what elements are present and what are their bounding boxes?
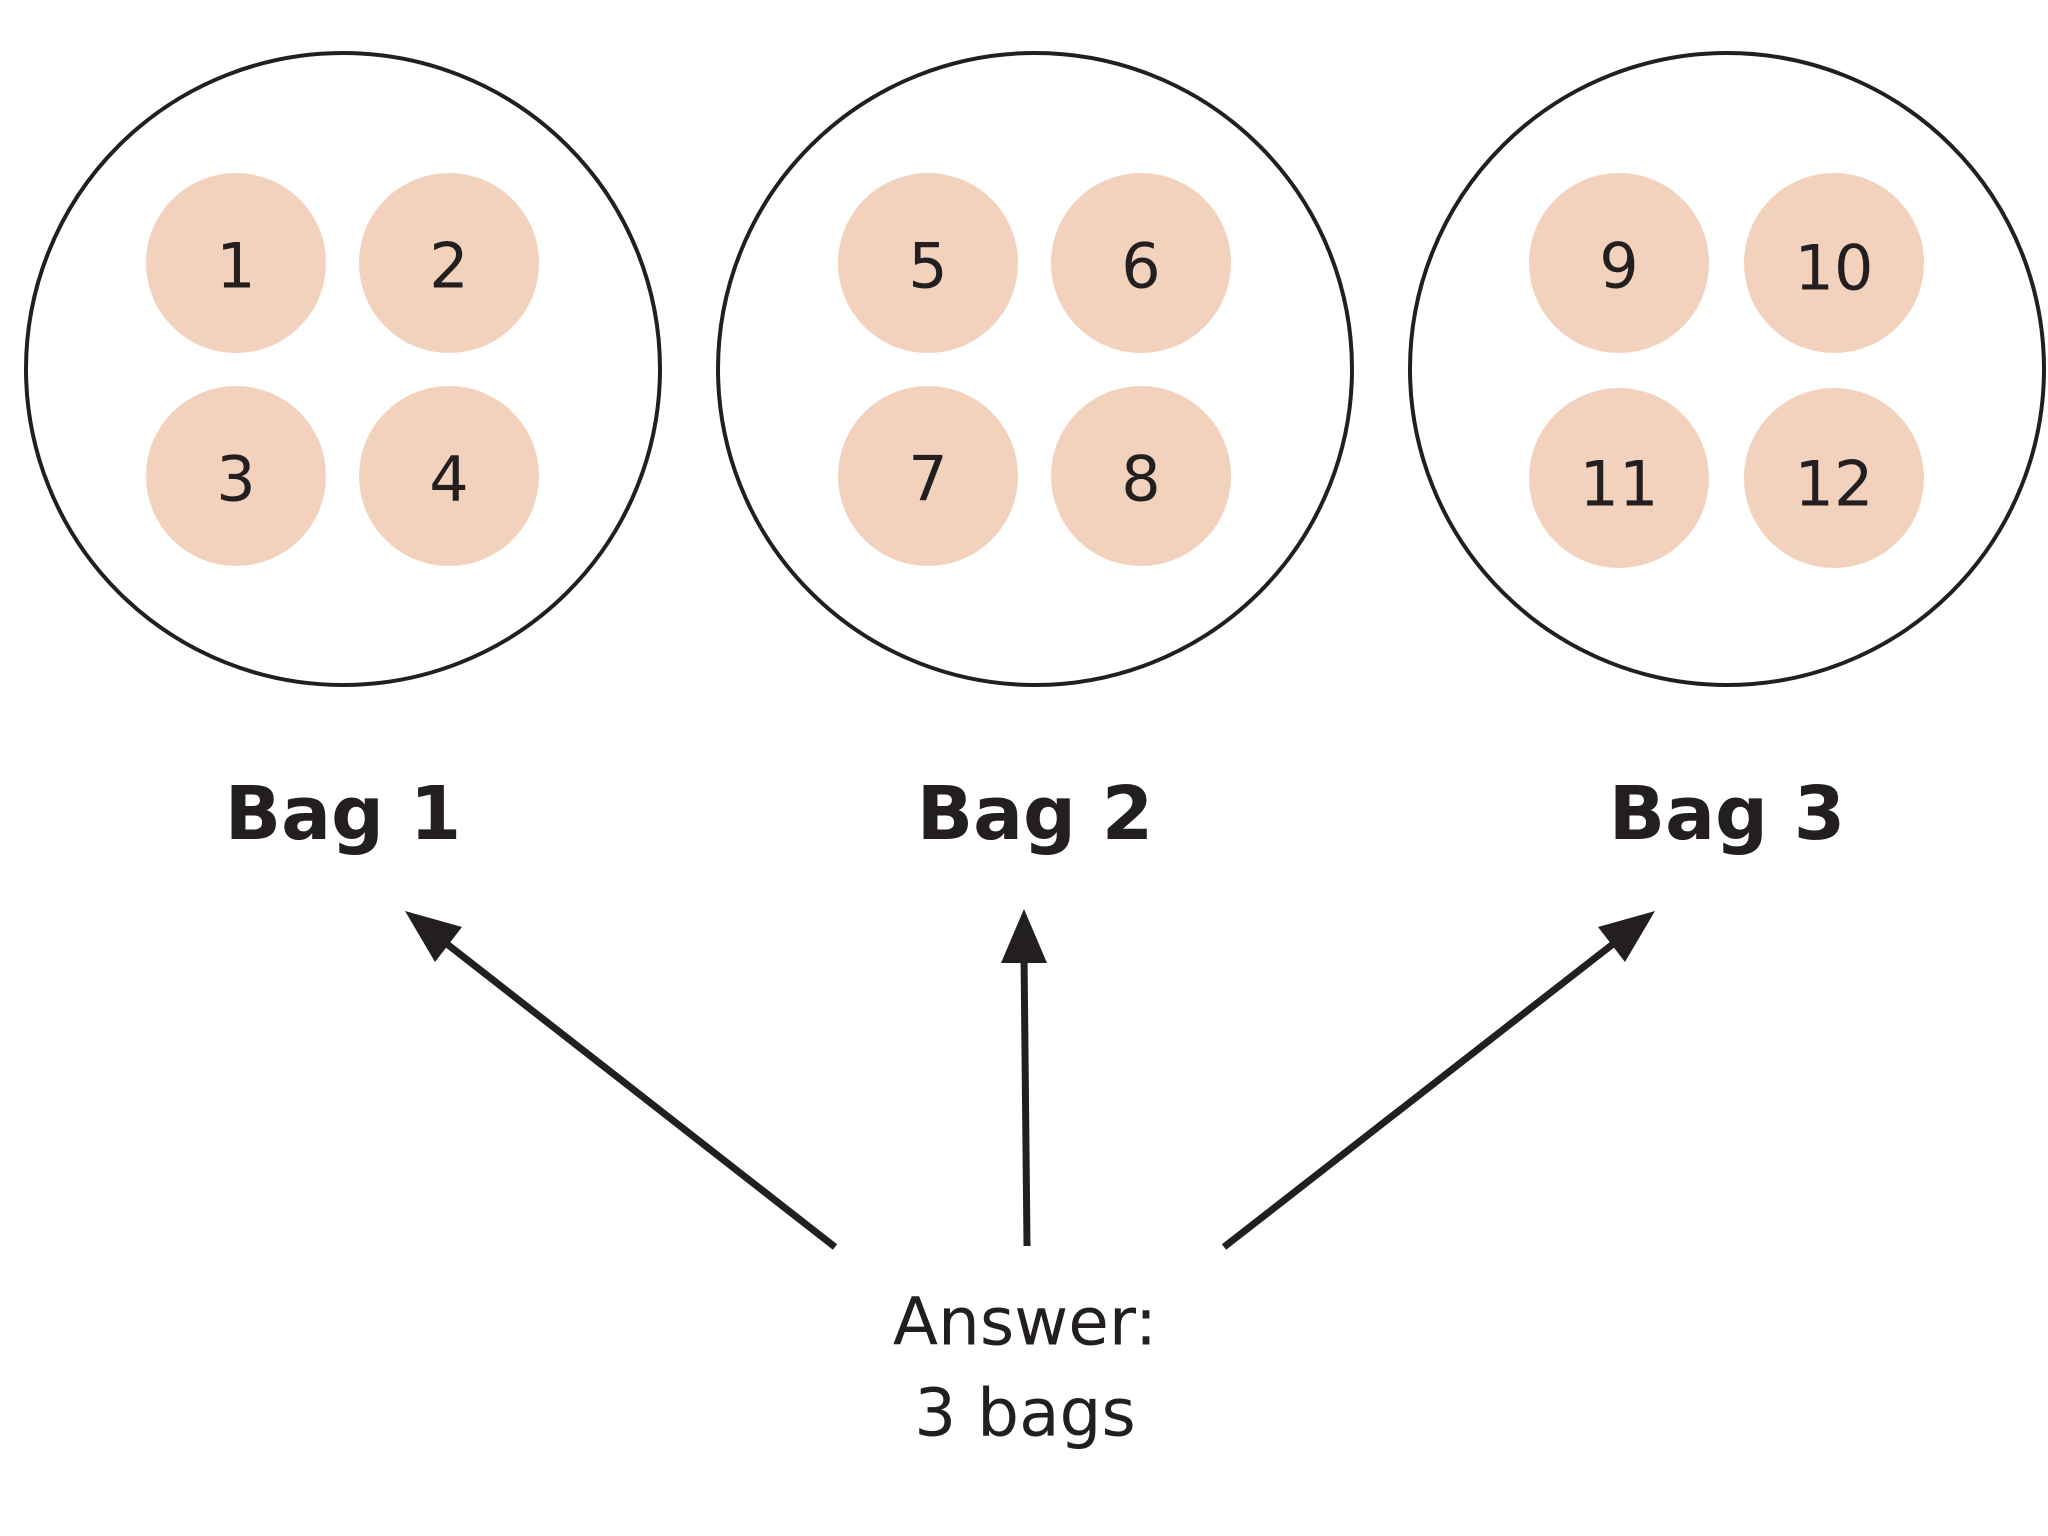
ball-3-circle [146, 386, 326, 566]
ball-4-number: 4 [429, 443, 468, 516]
answer-line-1: Answer: [893, 1284, 1157, 1361]
ball-9-number: 9 [1599, 230, 1638, 303]
bag-1: 1 2 3 4 [24, 51, 662, 687]
bag-3-outline [1408, 51, 2046, 687]
arrow-to-bag-1-head [405, 911, 462, 962]
ball-6: 6 [1051, 173, 1231, 353]
ball-4-circle [359, 386, 539, 566]
arrow-to-bag-1 [405, 911, 838, 1250]
arrow-to-bag-2 [1001, 909, 1047, 1247]
ball-6-number: 6 [1121, 230, 1160, 303]
ball-7: 7 [838, 386, 1018, 566]
ball-5-circle [838, 173, 1018, 353]
ball-6-circle [1051, 173, 1231, 353]
ball-8-circle [1051, 386, 1231, 566]
bag-1-label: Bag 1 [225, 771, 462, 857]
ball-10-number: 10 [1795, 232, 1874, 305]
arrow-to-bag-3 [1221, 911, 1655, 1250]
ball-10: 10 [1744, 173, 1924, 353]
ball-9: 9 [1529, 173, 1709, 353]
ball-11: 11 [1529, 388, 1709, 568]
ball-8-number: 8 [1121, 443, 1160, 516]
ball-2: 2 [359, 173, 539, 353]
ball-7-number: 7 [908, 443, 947, 516]
answer-line-2: 3 bags [914, 1375, 1136, 1452]
arrow-to-bag-3-shaft [1221, 934, 1625, 1250]
bag-2: 5 6 7 8 [716, 51, 1354, 687]
ball-2-number: 2 [429, 230, 468, 303]
ball-1-number: 1 [216, 230, 255, 303]
bag-3: 9 10 11 12 [1408, 51, 2046, 687]
bag-3-label: Bag 3 [1609, 771, 1846, 857]
ball-12-circle [1744, 388, 1924, 568]
ball-2-circle [359, 173, 539, 353]
ball-5: 5 [838, 173, 1018, 353]
bag-1-outline [24, 51, 662, 687]
ball-1: 1 [146, 173, 326, 353]
ball-3-number: 3 [216, 443, 255, 516]
ball-4: 4 [359, 386, 539, 566]
ball-11-number: 11 [1580, 448, 1659, 521]
ball-3: 3 [146, 386, 326, 566]
ball-7-circle [838, 386, 1018, 566]
ball-11-circle [1529, 388, 1709, 568]
ball-1-circle [146, 173, 326, 353]
ball-12: 12 [1744, 388, 1924, 568]
ball-8: 8 [1051, 386, 1231, 566]
ball-12-number: 12 [1795, 448, 1874, 521]
ball-9-circle [1529, 173, 1709, 353]
arrow-to-bag-1-shaft [435, 934, 838, 1250]
ball-10-circle [1744, 173, 1924, 353]
ball-5-number: 5 [908, 230, 947, 303]
arrow-to-bag-2-head [1001, 909, 1047, 963]
arrow-to-bag-2-shaft [1020, 954, 1031, 1247]
bag-2-label: Bag 2 [917, 771, 1154, 857]
bag-2-outline [716, 51, 1354, 687]
arrow-to-bag-3-head [1598, 911, 1655, 962]
